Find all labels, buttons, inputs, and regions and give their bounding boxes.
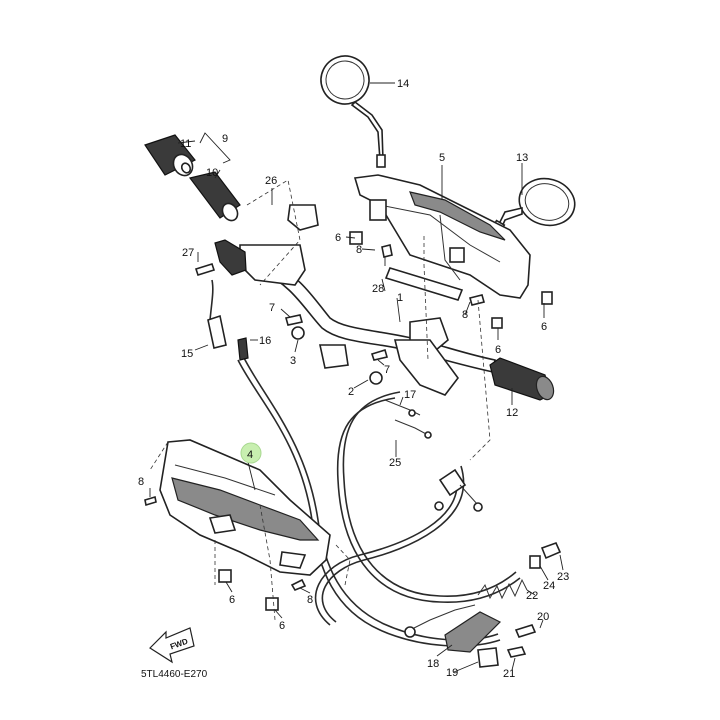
callout-7-a: 7	[269, 302, 275, 314]
assembly-outlines	[149, 179, 491, 621]
selected-part-highlight	[240, 442, 262, 464]
callout-6-d: 6	[229, 594, 235, 606]
callout-19: 19	[446, 667, 458, 679]
callout-16: 16	[259, 335, 271, 347]
callout-6-b: 6	[541, 321, 547, 333]
callout-3: 3	[290, 355, 296, 367]
callout-28: 28	[372, 283, 384, 295]
callout-18: 18	[427, 658, 439, 670]
callout-21: 21	[503, 668, 515, 680]
lower-handlebar-cover	[159, 439, 331, 576]
callout-20: 20	[537, 611, 549, 623]
callout-1: 1	[397, 292, 403, 304]
callout-14: 14	[397, 78, 409, 90]
diagram-code: 5TL4460-E270	[141, 669, 208, 680]
callout-26: 26	[265, 175, 277, 187]
callout-6-e: 6	[279, 620, 285, 632]
callout-27: 27	[182, 247, 194, 259]
callout-8-a: 8	[356, 244, 362, 256]
callout-11: 11	[180, 138, 191, 150]
callout-25: 25	[389, 457, 401, 469]
callout-6-c: 6	[495, 344, 501, 356]
small-hardware	[144, 231, 562, 668]
callout-4: 4	[247, 449, 253, 461]
throttle-cables	[209, 279, 521, 647]
callout-12: 12	[506, 407, 518, 419]
callout-24: 24	[543, 580, 555, 592]
callout-6-a: 6	[335, 232, 341, 244]
callout-17: 17	[404, 389, 416, 401]
leader-lines	[149, 82, 564, 673]
mirror-right	[490, 177, 576, 234]
callout-2: 2	[348, 386, 354, 398]
callout-7-b: 7	[384, 364, 390, 376]
callout-9: 9	[222, 133, 228, 145]
callout-8-b: 8	[462, 309, 468, 321]
callout-22: 22	[526, 590, 538, 602]
callout-5: 5	[439, 152, 445, 164]
callout-10: 10	[206, 167, 218, 179]
forward-direction-arrow: FWD	[149, 627, 195, 664]
callout-numbers: 1 2 3 4 5 6 6 6 6 6 7 7 8 8 8 8 9 10 11 …	[138, 78, 569, 680]
callout-15: 15	[181, 348, 193, 360]
callout-13: 13	[516, 152, 528, 164]
callout-8-d: 8	[307, 594, 313, 606]
mirror-left	[320, 55, 386, 168]
upper-handlebar-cover	[353, 174, 531, 299]
callout-23: 23	[557, 571, 569, 583]
left-grip-assembly	[144, 134, 241, 222]
right-grip	[489, 357, 555, 401]
callout-8-c: 8	[138, 476, 144, 488]
